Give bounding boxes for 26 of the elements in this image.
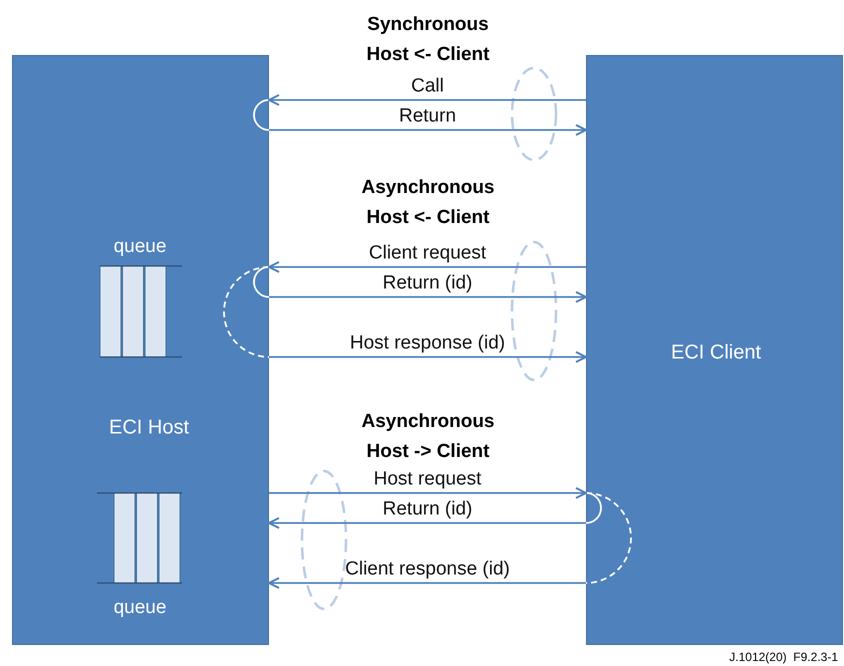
lifeline-box bbox=[12, 55, 269, 645]
arrow bbox=[268, 94, 586, 106]
lifeline-box bbox=[586, 55, 843, 645]
edge-label: Return (id) bbox=[382, 274, 472, 294]
section-heading: Synchronous Host <- Client bbox=[366, 13, 490, 67]
figure-caption: J.1012(20) F9.2.3-1 bbox=[729, 650, 838, 664]
arrow bbox=[268, 577, 586, 589]
edge-label: Host request bbox=[374, 470, 482, 490]
edge-label: Return (id) bbox=[382, 500, 472, 520]
queue-label: queue bbox=[112, 235, 168, 259]
arrow bbox=[269, 487, 587, 499]
section-heading: Asynchronous Host -> Client bbox=[360, 410, 496, 464]
node-label: ECI Host bbox=[108, 416, 190, 440]
edge-label: Client response (id) bbox=[345, 560, 510, 580]
section-heading: Asynchronous Host <- Client bbox=[360, 176, 496, 230]
arrow bbox=[269, 351, 587, 363]
edge-label: Return bbox=[398, 106, 456, 128]
edge-label: Host response (id) bbox=[350, 334, 506, 354]
arrow bbox=[269, 124, 587, 136]
queue-label: queue bbox=[112, 596, 168, 620]
edge-label: Client request bbox=[368, 244, 486, 264]
arrow bbox=[269, 291, 587, 303]
edge-label: Call bbox=[411, 76, 444, 98]
node-label: ECI Client bbox=[670, 342, 762, 364]
arrow bbox=[268, 261, 586, 273]
arrow bbox=[268, 517, 586, 529]
